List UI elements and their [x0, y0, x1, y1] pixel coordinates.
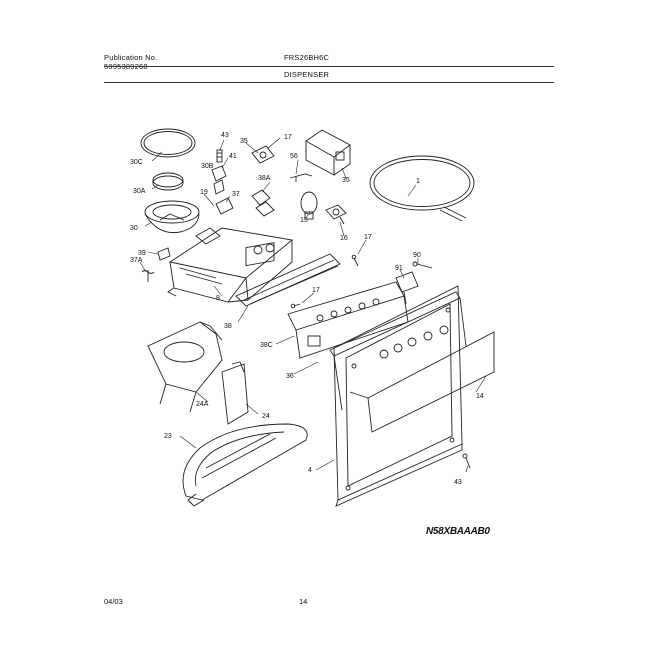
- header-rule-top: [104, 66, 554, 67]
- callout-35-right: 35: [342, 177, 350, 184]
- callout-24: 24: [262, 413, 270, 420]
- callout-labels: 30C 30A 30 43 30B 41 19 37 35 17 56 35 3…: [130, 132, 484, 486]
- publication-label: Publication No.: [104, 53, 158, 62]
- part-43-lower-screw: [462, 453, 471, 469]
- callout-23: 23: [164, 433, 172, 440]
- footer-date: 04/03: [104, 597, 123, 606]
- part-30c-ring: [140, 128, 196, 158]
- callout-41: 41: [229, 153, 237, 160]
- part-37-actuator: [215, 197, 234, 215]
- callout-90: 90: [413, 252, 421, 259]
- part-23-tray: [182, 423, 308, 507]
- callout-56: 56: [290, 153, 298, 160]
- part-17-screws: [290, 254, 359, 309]
- part-41-bracket: [211, 165, 227, 195]
- callout-17-mid: 17: [364, 234, 372, 241]
- part-15-bulb: [300, 191, 318, 220]
- callout-30c: 30C: [130, 159, 143, 166]
- part-module-box: [305, 129, 351, 176]
- part-30-funnel: [144, 200, 200, 234]
- callout-37a: 37A: [130, 257, 143, 264]
- part-4-frame: [333, 285, 463, 507]
- callout-36: 36: [286, 373, 294, 380]
- part-39-clip: [157, 247, 171, 261]
- part-38c-board: [287, 281, 409, 359]
- callout-30b: 30B: [201, 163, 214, 170]
- callout-8: 8: [216, 295, 220, 302]
- callout-43-top: 43: [221, 132, 229, 139]
- part-14-overlay: [349, 331, 495, 433]
- model-number: FRS26BH6C: [284, 53, 330, 62]
- callout-91: 91: [395, 265, 403, 272]
- callout-4: 4: [308, 467, 312, 474]
- part-36-bezel: [329, 291, 467, 411]
- part-24a-chute: [147, 321, 223, 413]
- callout-14: 14: [476, 393, 484, 400]
- part-8-housing: [167, 227, 294, 303]
- callout-19: 19: [200, 189, 208, 196]
- callout-38c: 38C: [260, 342, 273, 349]
- part-56-wire: [289, 173, 313, 182]
- leader-lines: [139, 137, 487, 473]
- callout-43-bottom: 43: [454, 479, 462, 486]
- part-16-socket: [325, 204, 347, 225]
- callout-37: 37: [232, 191, 240, 198]
- section-title: DISPENSER: [284, 70, 330, 79]
- callout-30a: 30A: [133, 188, 146, 195]
- callout-30: 30: [130, 225, 138, 232]
- callout-15: 15: [300, 217, 308, 224]
- part-91-connector: [395, 271, 419, 305]
- callout-35-top: 35: [240, 138, 248, 145]
- part-35-switch: [251, 145, 275, 164]
- footer-page-number: 14: [299, 597, 308, 606]
- part-37a-spring: [141, 270, 155, 282]
- part-90-screw: [412, 261, 433, 269]
- callout-16: 16: [340, 235, 348, 242]
- callout-24a: 24A: [196, 401, 209, 408]
- callout-38: 38: [224, 323, 232, 330]
- callout-17-top: 17: [284, 134, 292, 141]
- part-24-door: [221, 361, 249, 425]
- diagram-code: N58XBAAAB0: [426, 526, 490, 537]
- part-30b-ring: [152, 172, 184, 191]
- callout-1: 1: [416, 178, 420, 185]
- header-rule-bottom: [104, 82, 554, 83]
- callout-17-low: 17: [312, 287, 320, 294]
- part-38a-socket: [251, 189, 275, 217]
- part-38-plate: [235, 253, 341, 307]
- callout-38a: 38A: [258, 175, 271, 182]
- part-43-screw: [216, 149, 223, 163]
- callout-39: 39: [138, 250, 146, 257]
- part-1-tubing: [369, 155, 475, 222]
